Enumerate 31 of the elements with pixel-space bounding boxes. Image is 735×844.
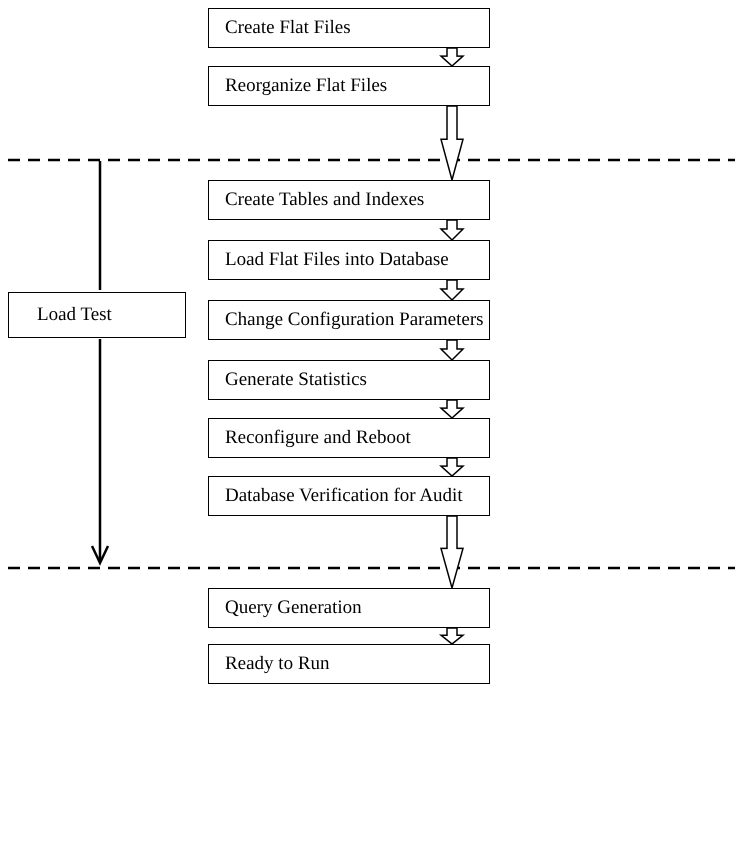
- block-arrow: [439, 219, 465, 242]
- block-arrow: [439, 279, 465, 302]
- box-label: Query Generation: [225, 597, 362, 619]
- block-arrow: [440, 515, 464, 591]
- process-box: [208, 476, 490, 516]
- block-arrow: [440, 105, 464, 183]
- process-box: [208, 418, 490, 458]
- box-label: Database Verification for Audit: [225, 485, 463, 507]
- block-arrow: [439, 339, 465, 362]
- block-arrow: [439, 47, 465, 67]
- process-box: [208, 240, 490, 280]
- box-label: Change Configuration Parameters: [225, 309, 484, 331]
- box-label: Load Test: [37, 304, 112, 326]
- process-box: [208, 180, 490, 220]
- block-arrow: [438, 627, 466, 645]
- box-label: Load Flat Files into Database: [225, 249, 449, 271]
- process-box: [208, 588, 490, 628]
- box-label: Ready to Run: [225, 653, 330, 675]
- process-box: [208, 644, 490, 684]
- box-label: Reorganize Flat Files: [225, 75, 388, 97]
- process-box: [208, 360, 490, 400]
- box-label: Create Flat Files: [225, 17, 351, 39]
- block-arrow: [439, 457, 465, 477]
- box-label: Create Tables and Indexes: [225, 189, 424, 211]
- process-box: [208, 8, 490, 48]
- block-arrow: [439, 399, 465, 419]
- process-box: [208, 300, 490, 340]
- box-label: Generate Statistics: [225, 369, 367, 391]
- process-box: [208, 66, 490, 106]
- box-label: Reconfigure and Reboot: [225, 427, 411, 449]
- label-box: [8, 292, 186, 338]
